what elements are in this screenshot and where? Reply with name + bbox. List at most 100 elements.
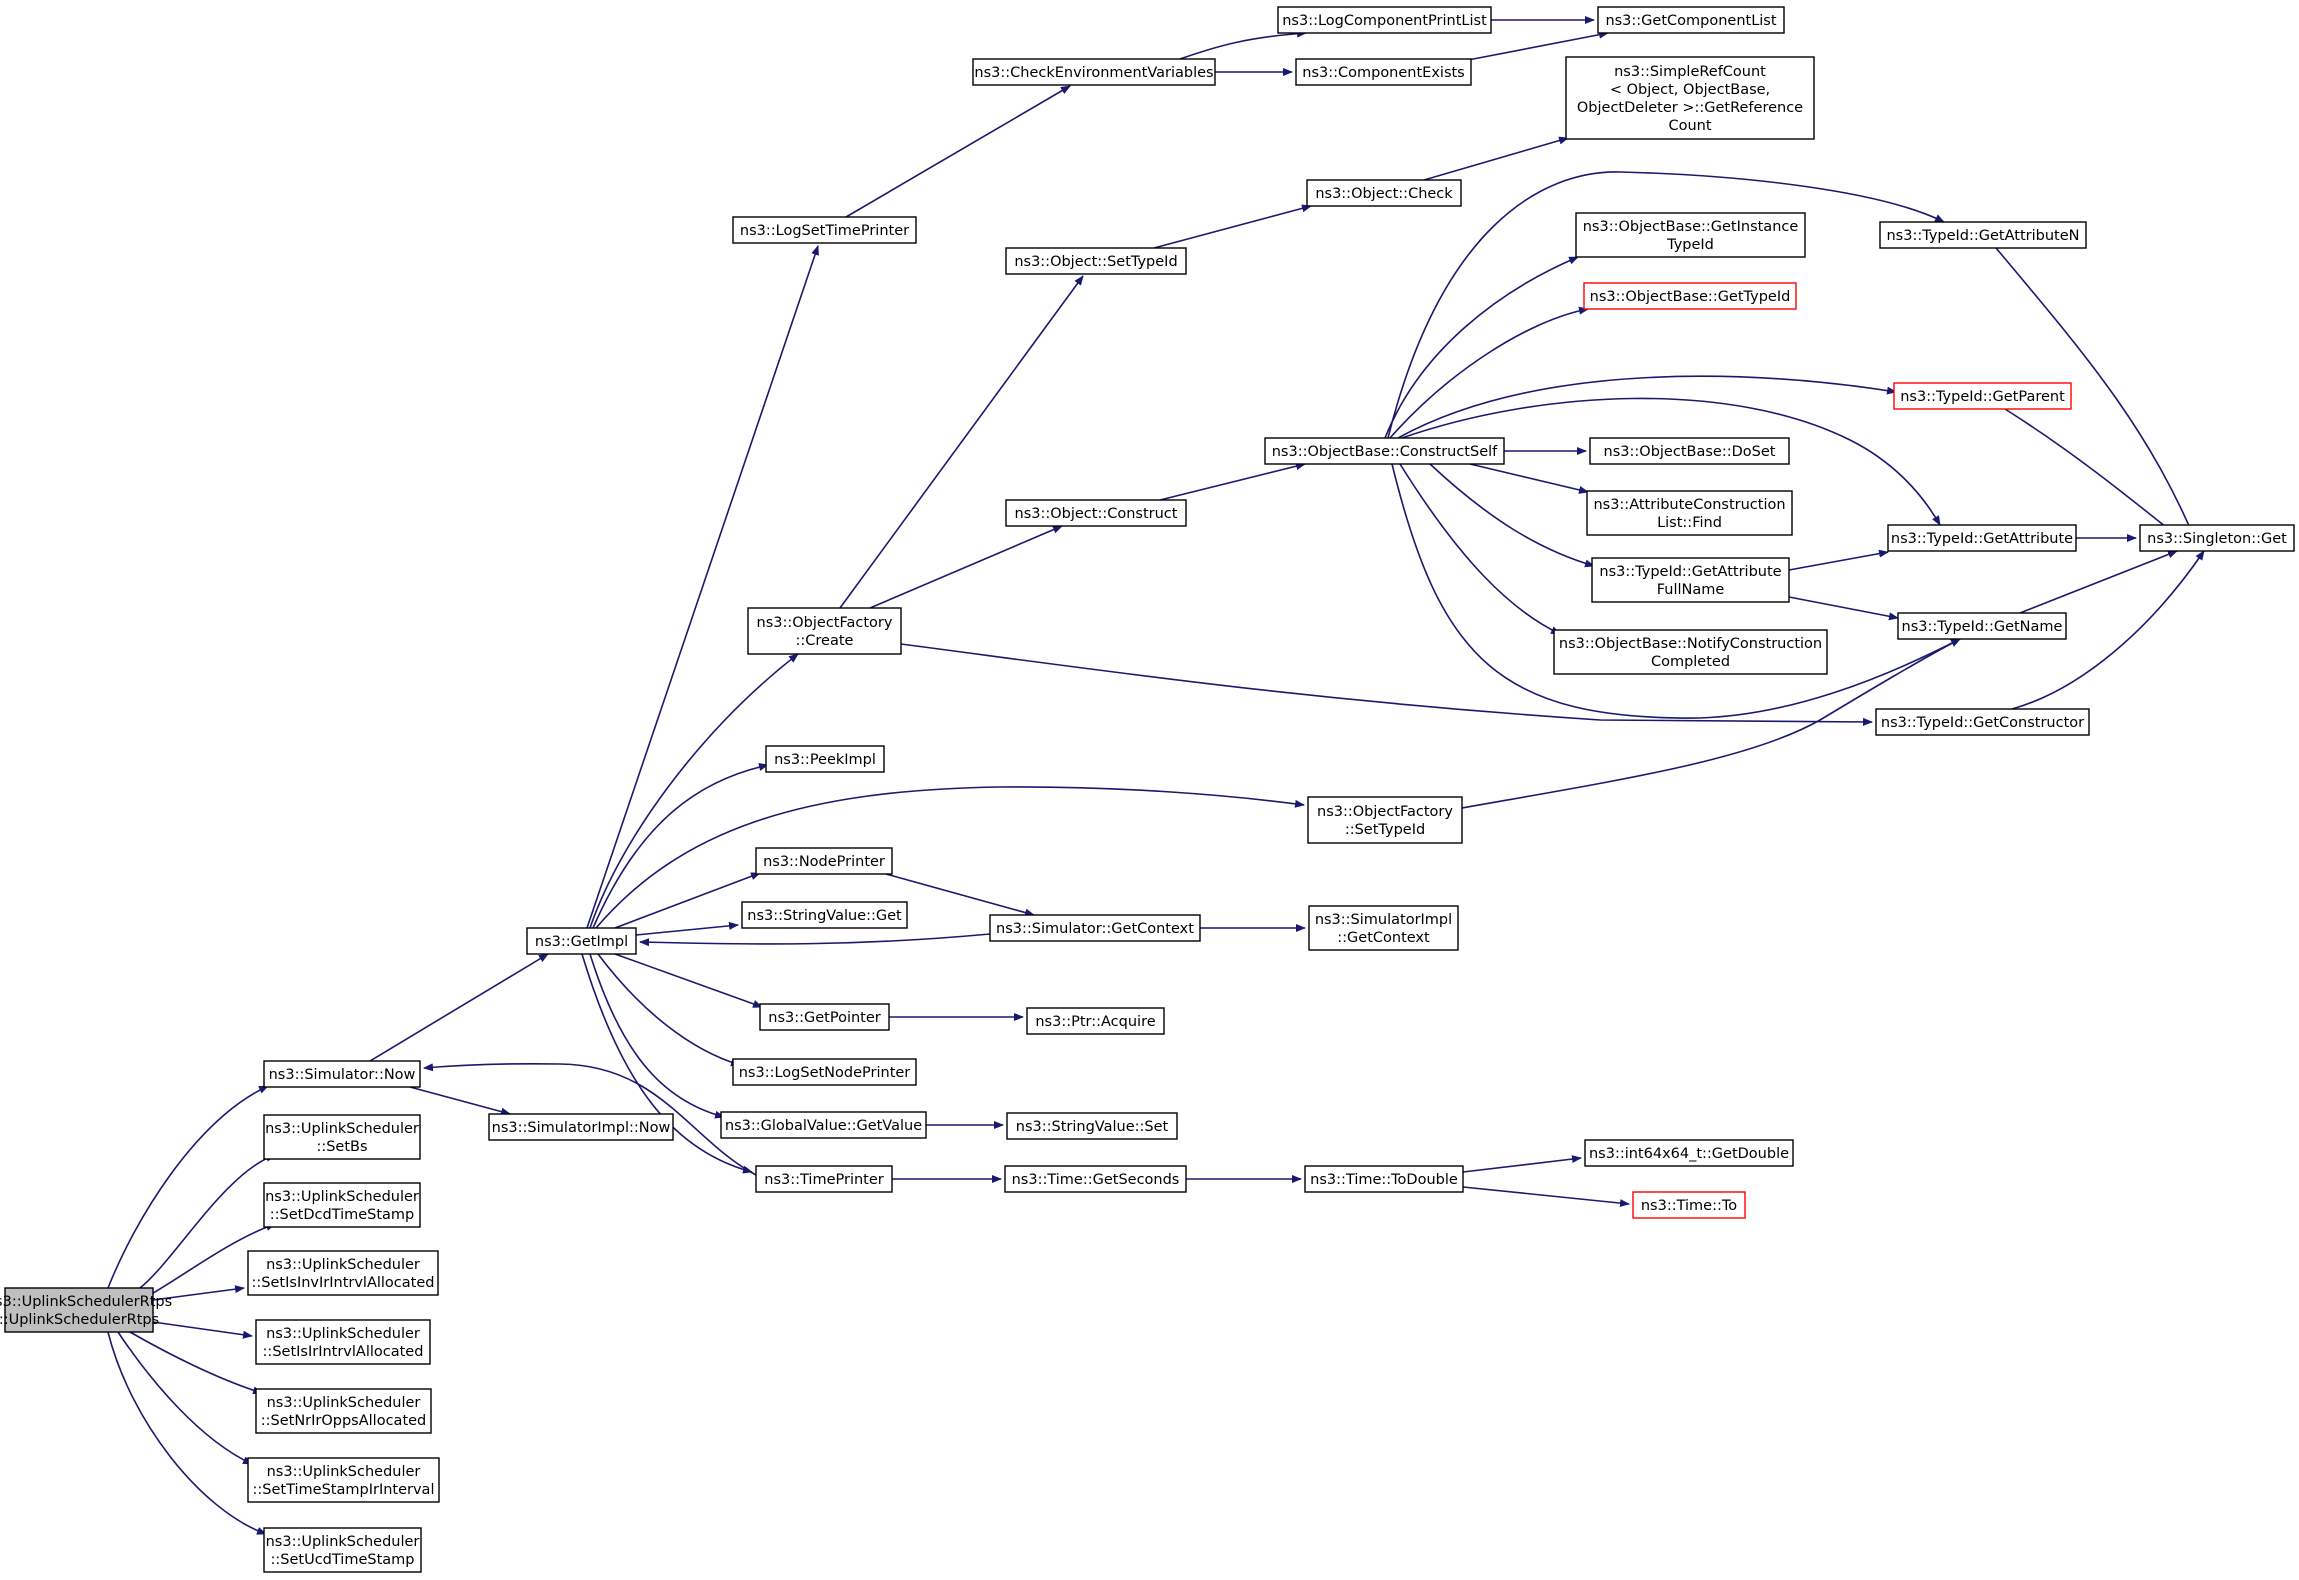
node-setucd[interactable]: ns3::UplinkScheduler::SetUcdTimeStamp <box>263 1527 422 1573</box>
edge-path <box>1389 306 1589 439</box>
node-setdcd[interactable]: ns3::UplinkScheduler::SetDcdTimeStamp <box>263 1182 421 1228</box>
node-peekimpl[interactable]: ns3::PeekImpl <box>765 745 885 773</box>
node-simplerefcount[interactable]: ns3::SimpleRefCount< Object, ObjectBase,… <box>1565 56 1815 140</box>
node-logsettimeprinter[interactable]: ns3::LogSetTimePrinter <box>732 216 917 244</box>
edge-of_settypeid-to-getname <box>1461 638 1961 809</box>
node-label: TypeId <box>1666 237 1714 253</box>
edge-constructself-to-getinstancetypeid <box>1384 256 1579 439</box>
node-box <box>1586 490 1793 536</box>
node-time-to[interactable]: ns3::Time::To <box>1632 1191 1746 1219</box>
node-getparent[interactable]: ns3::TypeId::GetParent <box>1893 382 2072 410</box>
edge-path <box>1401 397 1941 526</box>
node-getcomplist[interactable]: ns3::GetComponentList <box>1597 6 1785 34</box>
node-ptr-acquire[interactable]: ns3::Ptr::Acquire <box>1026 1007 1165 1035</box>
node-getattribute[interactable]: ns3::TypeId::GetAttribute <box>1887 524 2077 552</box>
node-box <box>741 901 908 929</box>
node-box <box>1026 1007 1165 1035</box>
node-time-todouble[interactable]: ns3::Time::ToDouble <box>1304 1165 1464 1193</box>
edge-path <box>1462 1155 1582 1173</box>
node-box <box>1893 382 2072 410</box>
edge-getimpl-to-nodeprinter <box>614 872 761 929</box>
edge-path <box>885 873 1035 917</box>
node-label: ns3::TypeId::GetAttribute <box>1599 564 1781 580</box>
node-ob-gettypeid[interactable]: ns3::ObjectBase::GetTypeId <box>1583 282 1797 310</box>
node-label: ns3::UplinkScheduler <box>267 1395 421 1411</box>
node-checkenv[interactable]: ns3::CheckEnvironmentVariables <box>972 58 1216 86</box>
node-label: ::SetIsIrIntrvlAllocated <box>263 1344 424 1360</box>
node-label: ns3::ObjectBase::GetInstance <box>1583 219 1799 235</box>
edge-path <box>900 643 1873 726</box>
node-box <box>1589 437 1790 465</box>
node-setisinv[interactable]: ns3::UplinkScheduler::SetIsInvIrIntrvlAl… <box>247 1250 439 1296</box>
node-strval-set[interactable]: ns3::StringValue::Set <box>1006 1112 1178 1140</box>
node-singleton-get[interactable]: ns3::Singleton::Get <box>2139 524 2295 552</box>
node-obj-settypeid[interactable]: ns3::Object::SetTypeId <box>1005 247 1187 275</box>
node-constructself[interactable]: ns3::ObjectBase::ConstructSelf <box>1264 437 1505 465</box>
node-box <box>247 1250 439 1296</box>
node-getpointer[interactable]: ns3::GetPointer <box>759 1003 890 1031</box>
edge-path <box>147 1223 276 1297</box>
node-obj-construct[interactable]: ns3::Object::Construct <box>1005 499 1187 527</box>
edge-constructself-to-getattributen <box>1387 171 1945 439</box>
node-simimpl-now[interactable]: ns3::SimulatorImpl::Now <box>488 1113 674 1141</box>
node-int64-getdouble[interactable]: ns3::int64x64_t::GetDouble <box>1584 1139 1794 1167</box>
edge-path <box>597 953 741 1067</box>
node-obj-check[interactable]: ns3::Object::Check <box>1306 179 1462 207</box>
node-logsetnodeprinter[interactable]: ns3::LogSetNodePrinter <box>732 1058 917 1086</box>
node-logcompprintlist[interactable]: ns3::LogComponentPrintList <box>1277 6 1492 34</box>
edge-root-to-setisinv <box>152 1285 245 1301</box>
node-label: ::SetNrIrOppsAllocated <box>261 1413 427 1429</box>
node-setbs[interactable]: ns3::UplinkScheduler::SetBs <box>263 1114 421 1160</box>
node-label: ns3::Ptr::Acquire <box>1035 1014 1155 1030</box>
node-label: ns3::SimulatorImpl::Now <box>492 1120 671 1136</box>
node-notifyconstr[interactable]: ns3::ObjectBase::NotifyConstructionCompl… <box>1553 629 1828 675</box>
edge-objfactory_create-to-obj_construct <box>869 525 1063 609</box>
edge-path <box>845 85 1071 218</box>
node-time-getseconds[interactable]: ns3::Time::GetSeconds <box>1004 1165 1187 1193</box>
node-getattributen[interactable]: ns3::TypeId::GetAttributeN <box>1879 221 2087 249</box>
node-label: Count <box>1668 118 1711 134</box>
node-objfactory-create[interactable]: ns3::ObjectFactory::Create <box>747 607 902 655</box>
node-label: ns3::ObjectBase::ConstructSelf <box>1272 444 1498 460</box>
edge-path <box>1788 549 1889 571</box>
node-box <box>720 1111 927 1139</box>
node-nodeprinter[interactable]: ns3::NodePrinter <box>755 847 893 875</box>
node-getconstructor[interactable]: ns3::TypeId::GetConstructor <box>1875 708 2090 736</box>
node-strval-get[interactable]: ns3::StringValue::Get <box>741 901 908 929</box>
node-timeprinter[interactable]: ns3::TimePrinter <box>755 1165 893 1193</box>
node-globalvalue-getvalue[interactable]: ns3::GlobalValue::GetValue <box>720 1111 927 1139</box>
edge-path <box>589 953 725 1119</box>
edge-path <box>129 1331 263 1395</box>
node-label: ns3::UplinkScheduler <box>266 1534 420 1550</box>
edge-path <box>1461 638 1961 809</box>
edge-sim_now-to-simimpl_now <box>409 1086 511 1116</box>
node-sim-getcontext[interactable]: ns3::Simulator::GetContext <box>989 914 1201 942</box>
node-of-settypeid[interactable]: ns3::ObjectFactory::SetTypeId <box>1307 796 1463 844</box>
node-ob-doset[interactable]: ns3::ObjectBase::DoSet <box>1589 437 1790 465</box>
node-getimpl[interactable]: ns3::GetImpl <box>526 927 637 955</box>
edge-root-to-setdcd <box>147 1223 276 1297</box>
node-label: ns3::TypeId::GetAttributeN <box>1886 228 2079 244</box>
node-root[interactable]: ns3::UplinkSchedulerRtps::UplinkSchedule… <box>0 1287 172 1333</box>
node-box <box>1304 1165 1464 1193</box>
node-label: ns3::NodePrinter <box>763 854 885 870</box>
node-simimpl-getcontext[interactable]: ns3::SimulatorImpl::GetContext <box>1308 905 1459 951</box>
edge-obj_construct-to-constructself <box>1159 462 1306 501</box>
edge-root-to-setbs <box>139 1154 276 1289</box>
node-settimestamp[interactable]: ns3::UplinkScheduler::SetTimeStampIrInte… <box>247 1457 440 1503</box>
edge-path <box>107 1331 267 1535</box>
node-compexists[interactable]: ns3::ComponentExists <box>1295 58 1472 86</box>
node-sim-now[interactable]: ns3::Simulator::Now <box>263 1060 421 1088</box>
edge-path <box>614 872 761 929</box>
node-box <box>1597 6 1785 34</box>
node-label: ns3::Object::Check <box>1315 186 1453 202</box>
edge-root-to-setucd <box>107 1331 267 1535</box>
node-setnrir[interactable]: ns3::UplinkScheduler::SetNrIrOppsAllocat… <box>255 1388 432 1434</box>
edge-compexists-to-getcomplist <box>1467 30 1609 61</box>
node-setisir[interactable]: ns3::UplinkScheduler::SetIsIrIntrvlAlloc… <box>255 1319 431 1365</box>
node-getname[interactable]: ns3::TypeId::GetName <box>1897 612 2067 640</box>
node-box <box>1879 221 2087 249</box>
